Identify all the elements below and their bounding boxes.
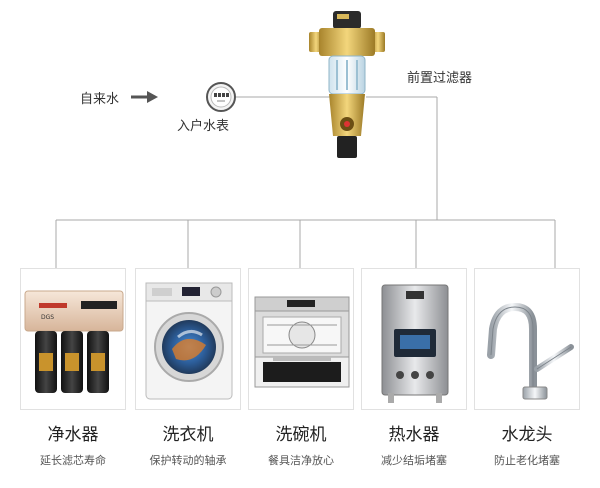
arrow-right-icon (131, 91, 158, 103)
dishwasher-card (248, 268, 354, 410)
device-name-dishwasher: 洗碗机 (275, 425, 327, 445)
water-heater-card (361, 268, 467, 410)
device-name-purifier: 净水器 (47, 425, 99, 445)
device-desc-washer: 保护转动的轴承 (149, 454, 227, 467)
washing-machine-card (135, 268, 241, 410)
tap-water-label: 自来水 (80, 92, 120, 107)
device-desc-faucet: 防止老化堵塞 (494, 454, 560, 467)
water-purifier-card: DGS (20, 268, 126, 410)
water-heater-icon (381, 284, 449, 403)
washing-machine-icon (145, 282, 233, 400)
dishwasher-icon (254, 296, 350, 388)
faucet-icon (487, 302, 574, 400)
device-desc-dishwasher: 餐具洁净放心 (268, 454, 334, 467)
pre-filter-label: 前置过滤器 (407, 71, 473, 86)
device-desc-purifier: 延长滤芯寿命 (40, 454, 106, 467)
device-desc-heater: 减少结垢堵塞 (381, 454, 447, 467)
water-meter-label: 入户水表 (177, 119, 230, 134)
pre-filter-icon (309, 11, 385, 158)
device-name-faucet: 水龙头 (501, 425, 553, 445)
water-meter-icon (206, 82, 236, 112)
purifier-brand: DGS (41, 314, 54, 321)
water-purifier-icon: DGS (24, 290, 124, 393)
device-name-heater: 热水器 (388, 425, 440, 445)
device-name-washer: 洗衣机 (162, 425, 214, 445)
faucet-card (474, 268, 580, 410)
